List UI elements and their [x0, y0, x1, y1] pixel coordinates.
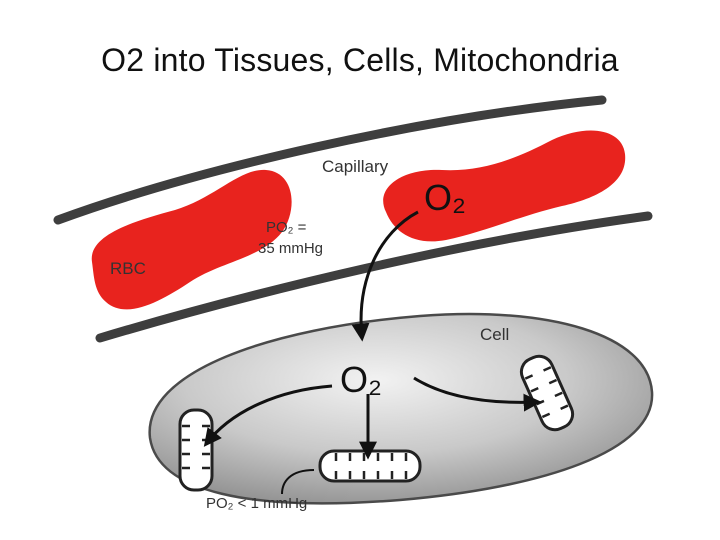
capillary-label: Capillary — [322, 157, 389, 176]
blood-po2-label-line2: 35 mmHg — [258, 240, 323, 257]
cell-po2-label: PO₂ < 1 mmHg — [206, 495, 307, 512]
rbc-label: RBC — [110, 259, 146, 278]
o2-in-cell-label: O₂ — [340, 359, 382, 400]
mitochondrion-center — [320, 451, 420, 481]
cell-label: Cell — [480, 325, 509, 344]
blood-po2-label-line1: PO₂ = — [266, 219, 307, 236]
mitochondrion-left — [180, 410, 212, 490]
o2-in-rbc-label: O₂ — [424, 177, 466, 218]
